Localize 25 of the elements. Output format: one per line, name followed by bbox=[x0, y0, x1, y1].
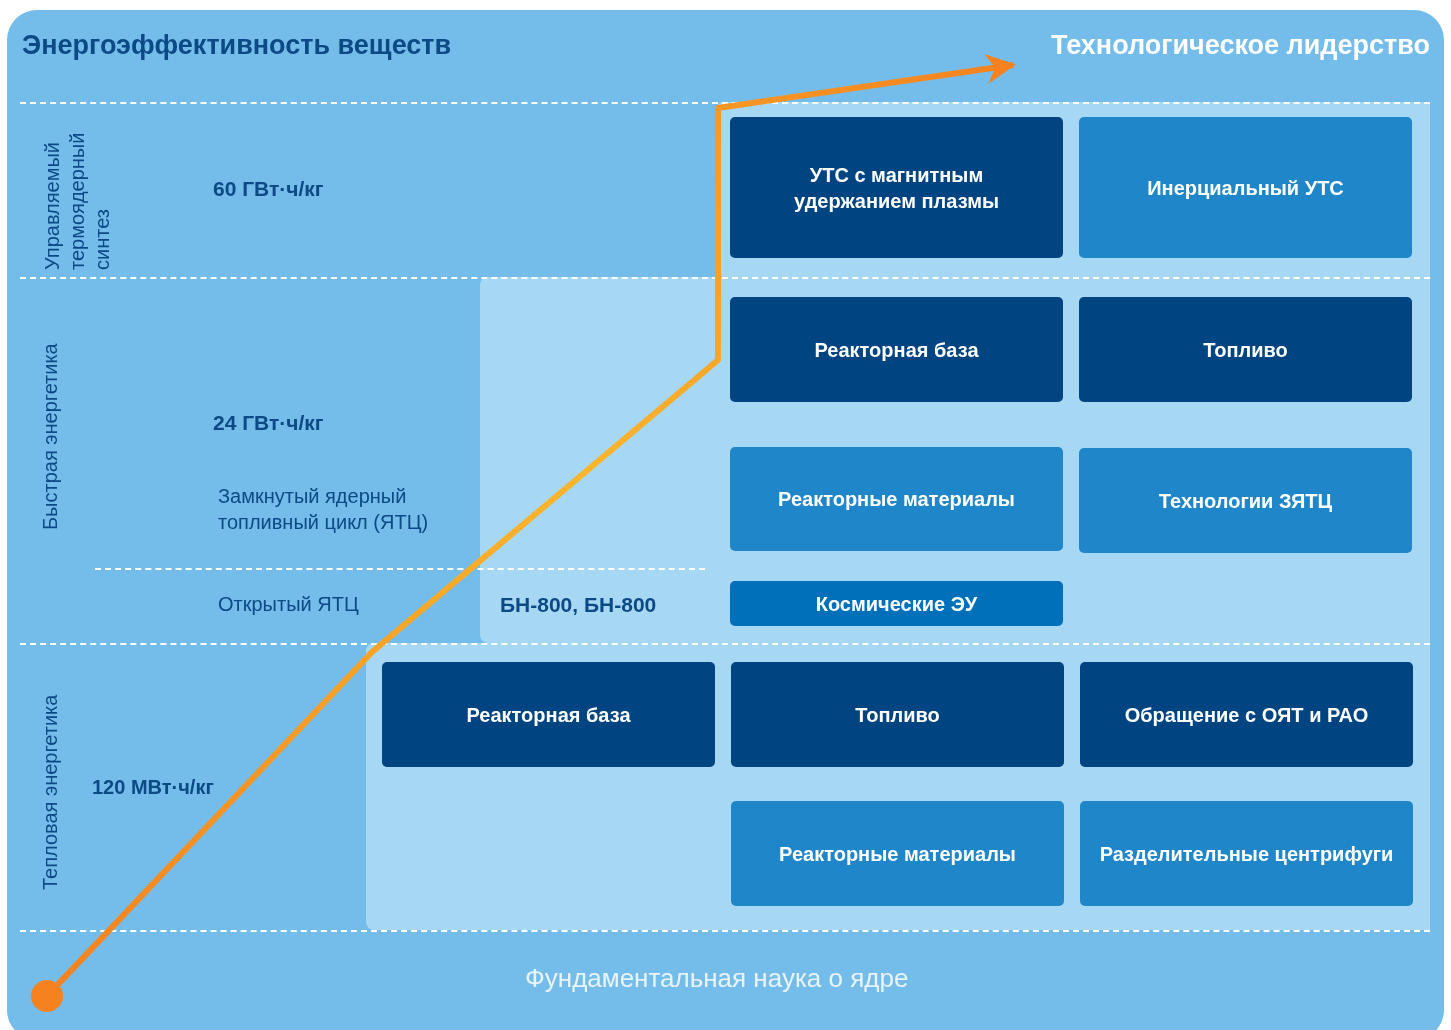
value-label: 120 МВт·ч/кг bbox=[92, 776, 214, 799]
value-label: БН-800, БН-800 bbox=[500, 593, 657, 617]
technology-box: Космические ЭУ bbox=[730, 581, 1063, 626]
technology-box: Топливо bbox=[1079, 297, 1412, 402]
goal-heading: Технологическое лидерство bbox=[1005, 30, 1430, 61]
technology-box: Инерциальный УТС bbox=[1079, 117, 1412, 258]
technology-box: Реакторная база bbox=[730, 297, 1063, 402]
value-label: 60 ГВт·ч/кг bbox=[213, 177, 324, 201]
technology-box: Реакторные материалы bbox=[731, 801, 1064, 906]
technology-box: Технологии ЗЯТЦ bbox=[1079, 448, 1412, 553]
technology-box: Топливо bbox=[731, 662, 1064, 767]
technology-box: Обращение с ОЯТ и РАО bbox=[1080, 662, 1413, 767]
row-label: Тепловая энергетика bbox=[38, 693, 62, 890]
technology-box: Реакторные материалы bbox=[730, 447, 1063, 551]
note-text: Открытый ЯТЦ bbox=[218, 593, 359, 616]
title: Энергоэффективность веществ bbox=[22, 30, 452, 61]
arrow bbox=[55, 54, 1016, 987]
value-label: 24 ГВт·ч/кг bbox=[213, 411, 324, 435]
note-text: Замкнутый ядерный топливный цикл (ЯТЦ) bbox=[218, 484, 430, 535]
technology-box: УТС с магнитным удержанием плазмы bbox=[730, 117, 1063, 258]
technology-box: Реакторная база bbox=[382, 662, 715, 767]
footer-text: Фундаментальная наука о ядре bbox=[525, 963, 909, 994]
row-label: Управляемый термоядерный синтез bbox=[40, 131, 114, 270]
technology-box: Разделительные центрифуги bbox=[1080, 801, 1413, 906]
row-label: Быстрая энергетика bbox=[38, 342, 62, 530]
